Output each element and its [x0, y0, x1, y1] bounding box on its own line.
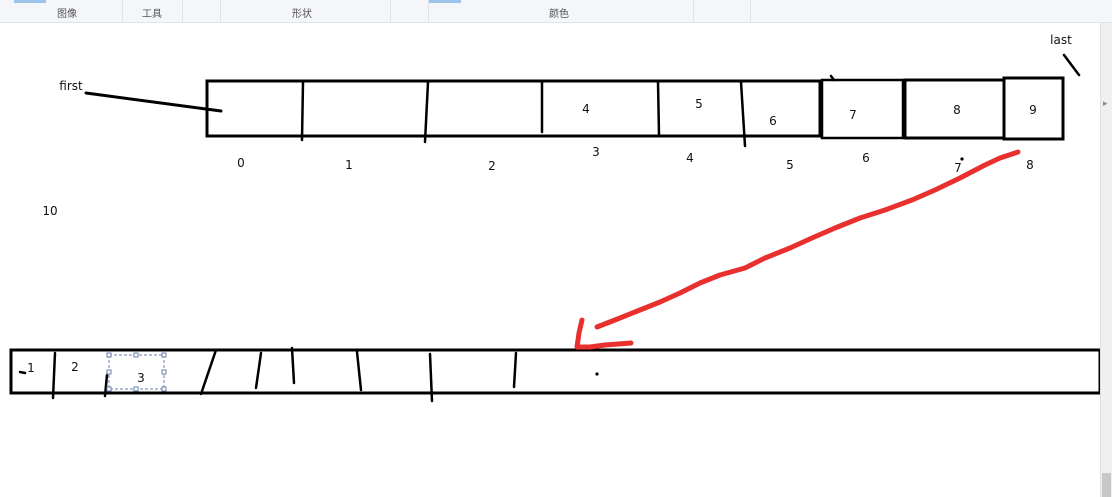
first-label: first: [59, 79, 83, 93]
ink-dot: [960, 157, 964, 161]
last-label: last: [1050, 33, 1072, 47]
index-label: 6: [862, 151, 870, 165]
index-label: 4: [686, 151, 694, 165]
bottom-cell-value: 3: [137, 371, 145, 385]
bottom-cell-value: 1: [27, 361, 35, 375]
ribbon-label-tools: 工具: [142, 9, 162, 20]
bottom-array-dividers: [18, 346, 518, 403]
top-box-value: 7: [849, 108, 857, 122]
ribbon-label-shapes: 形状: [292, 9, 312, 20]
top-array-dividers: [300, 74, 836, 148]
index-label: 3: [592, 145, 600, 159]
top-array-outline: [205, 76, 1065, 141]
ribbon-group-colors[interactable]: 颜色: [428, 0, 694, 22]
paint-canvas[interactable]: first last 10 4 5 6 7 8 9 0 1 2 3 4 5 6 …: [0, 23, 1100, 497]
ten-label: 10: [42, 204, 58, 218]
top-box-value: 9: [1029, 103, 1037, 117]
drawing-layer: [9, 53, 1100, 403]
bottom-ink-dot: [595, 372, 599, 376]
index-label: 8: [1026, 158, 1034, 172]
index-label: 7: [954, 161, 962, 175]
vertical-scrollbar[interactable]: ▸: [1100, 23, 1112, 497]
bottom-array-outline: [9, 348, 1100, 395]
red-arrow: [574, 149, 1021, 350]
scroll-thumb[interactable]: [1102, 473, 1111, 497]
ribbon-group-image[interactable]: 图像: [0, 0, 123, 22]
ribbon-color-marker: [429, 0, 461, 3]
index-label: 2: [488, 159, 496, 173]
first-pointer-line: [84, 91, 223, 113]
index-label: 0: [237, 156, 245, 170]
bottom-cell-value: 2: [71, 360, 79, 374]
last-pointer-line: [1062, 53, 1081, 77]
top-box-value: 6: [769, 114, 777, 128]
index-label: 5: [786, 158, 794, 172]
top-box-value: 5: [695, 97, 703, 111]
ribbon-label-image: 图像: [57, 9, 77, 20]
top-box-value: 4: [582, 102, 590, 116]
ribbon-group-size[interactable]: [390, 0, 429, 22]
scroll-handle-icon[interactable]: ▸: [1103, 99, 1108, 109]
ribbon-label-colors: 颜色: [549, 9, 569, 20]
index-label: 1: [345, 158, 353, 172]
top-box-value: 8: [953, 103, 961, 117]
ribbon-group-brush[interactable]: [182, 0, 221, 22]
ribbon-tab-marker: [14, 0, 46, 3]
ribbon-group-tools[interactable]: 工具: [122, 0, 183, 22]
selection-box[interactable]: [106, 352, 167, 392]
ribbon-group-edit-colors[interactable]: [693, 0, 751, 22]
ribbon-group-shapes[interactable]: 形状: [220, 0, 391, 22]
ribbon-toolbar: 图像 工具 形状 颜色: [0, 0, 1112, 23]
